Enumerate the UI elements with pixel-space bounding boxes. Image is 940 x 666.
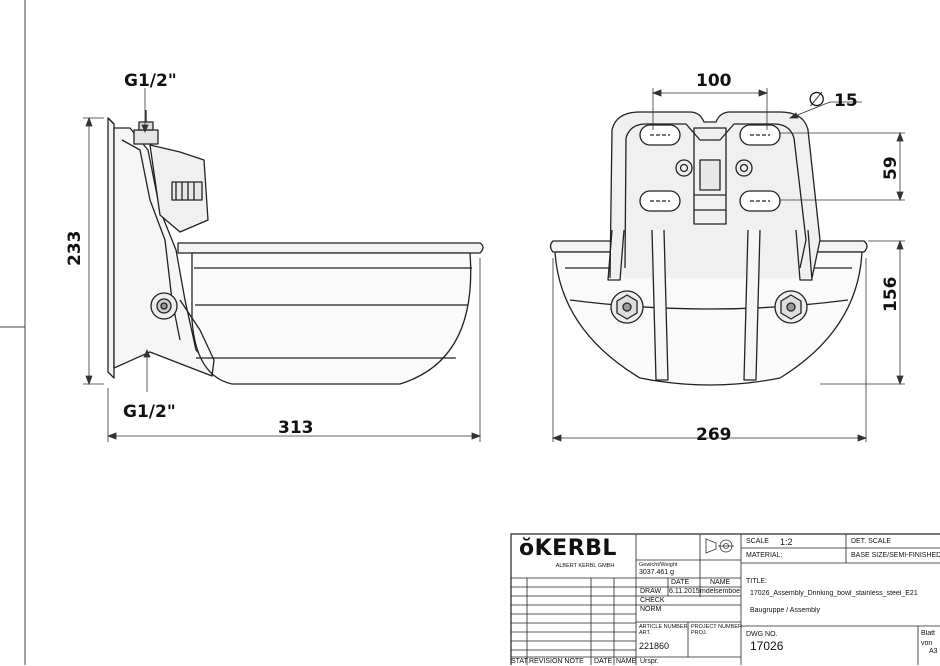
weight-label: Gewicht/Weight — [639, 562, 678, 568]
revision-name-label: NAME — [616, 658, 637, 665]
dim-height-total: 233 — [65, 231, 85, 267]
norm-label: NORM — [640, 606, 662, 613]
company-address: ALBERT KERBL GMBH — [555, 563, 615, 569]
article-number-label: ARTICLE NUMBER — [639, 624, 688, 630]
logo-text: KERBL — [534, 537, 617, 561]
check-label: CHECK — [640, 597, 665, 604]
dim-diameter-symbol: ∅ — [808, 87, 825, 111]
dim-hole-spacing: 100 — [696, 71, 732, 91]
title-block-grid — [510, 533, 940, 665]
dim-width: 269 — [696, 425, 732, 445]
blatt-label: Blatt — [921, 630, 936, 637]
front-view — [549, 111, 868, 386]
dim-thread-bottom: G1/2" — [123, 402, 176, 422]
dwg-value: 17026 — [750, 640, 784, 653]
dim-hole-height: 59 — [881, 156, 901, 180]
company-logo: ŏKERBL — [519, 537, 617, 561]
revision-date-label: DATE — [594, 658, 613, 665]
dim-hole-diameter: 15 — [834, 91, 858, 111]
base-size-label: BASE SIZE/SEMI-FINISHED PART — [851, 552, 940, 559]
name-header: NAME — [710, 579, 731, 586]
revision-extra: Urspr. — [640, 658, 659, 665]
material-label: MATERIAL: — [746, 552, 783, 559]
dim-length: 313 — [278, 418, 314, 438]
logo-mark: ŏ — [519, 537, 535, 561]
dim-bowl-height: 156 — [881, 277, 901, 313]
scale-label: SCALE — [746, 538, 769, 545]
project-number-sub: PROJ. — [691, 630, 708, 636]
sheet-border-left — [0, 0, 26, 665]
article-number-sub: ART. — [639, 630, 651, 636]
dwg-label: DWG NO. — [746, 631, 778, 638]
front-view-dimension-lines — [551, 88, 905, 442]
von-label: von — [921, 640, 933, 647]
projection-symbol-icon — [705, 538, 734, 554]
draw-name: mdelsemboed — [700, 588, 740, 595]
weight-value: 3037.461 g — [639, 569, 675, 576]
title-label: TITLE: — [746, 578, 768, 585]
draw-date: 6.11.2015 — [669, 588, 700, 595]
dim-thread-top: G1/2" — [124, 71, 177, 91]
scale-value: 1:2 — [780, 537, 793, 547]
title-line1: 17026_Assembly_Drinking_bowl_stainless_s… — [750, 590, 918, 597]
stat-label: STAT — [511, 658, 528, 665]
sheet-size: A3 — [929, 648, 938, 655]
det-scale-label: DET. SCALE — [851, 538, 892, 545]
revision-note-label: REVISION NOTE — [529, 658, 584, 665]
draw-label: DRAW — [640, 588, 662, 595]
side-view — [107, 110, 484, 385]
article-number-value: 221860 — [639, 641, 670, 651]
project-number-label: PROJECT NUMBER — [691, 624, 742, 630]
date-header: DATE — [671, 579, 690, 586]
title-line2: Baugruppe / Assembly — [750, 607, 821, 614]
side-view-dimension-lines — [83, 88, 482, 442]
